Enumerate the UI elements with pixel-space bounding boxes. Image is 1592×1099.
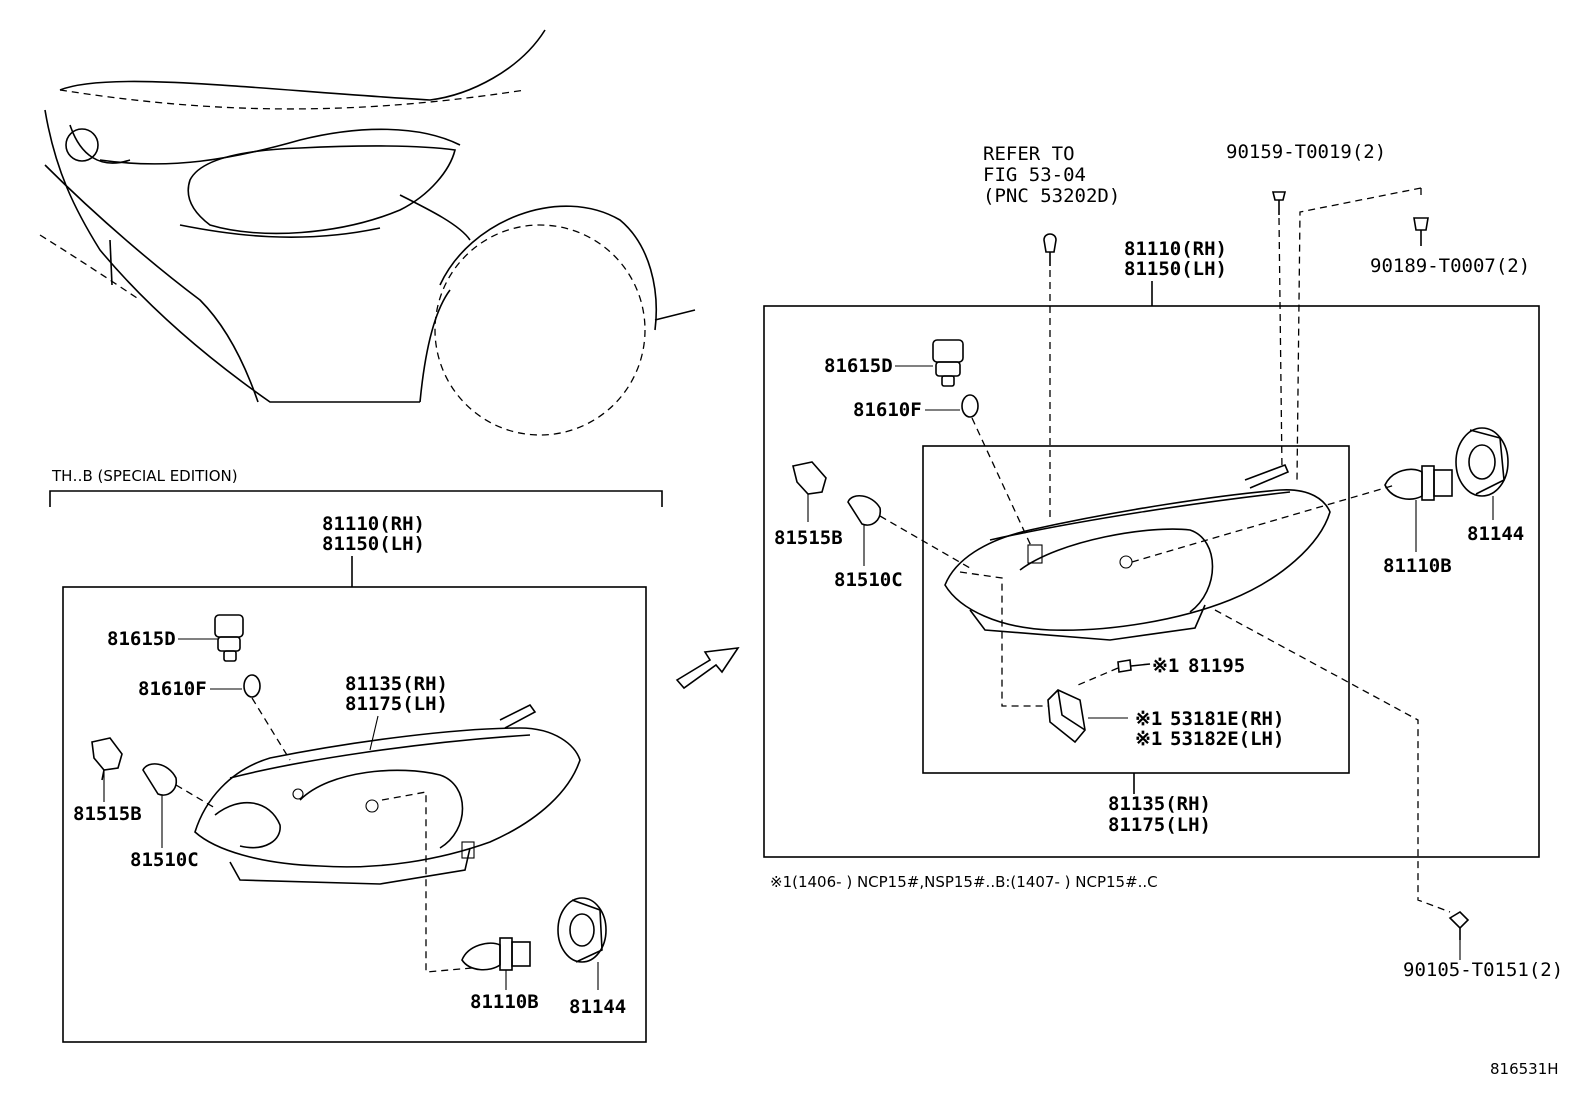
right-label-81195: 81195 (1188, 655, 1245, 677)
wedge-bulb-icon-right (961, 394, 979, 418)
bolt-icon (1448, 910, 1470, 940)
right-label-81515B: 81515B (774, 527, 843, 549)
clip-top-icon (1413, 217, 1429, 246)
right-unit-rh: 81135(RH) (1108, 793, 1211, 815)
bulb-socket-icon (91, 737, 123, 781)
left-label-81610F: 81610F (138, 678, 207, 700)
halogen-bulb-icon-right (1384, 465, 1453, 501)
headlamp-unit-right (944, 463, 1331, 641)
left-label-81110B: 81110B (470, 991, 539, 1013)
left-assembly-rh: 81110(RH) (322, 513, 425, 535)
left-unit-lh: 81175(LH) (345, 693, 448, 715)
clip-top-label: 90189-T0007(2) (1370, 255, 1530, 277)
left-label-81144: 81144 (569, 996, 626, 1018)
mark-81195: ※1 (1152, 655, 1179, 677)
left-assembly-box (62, 586, 647, 1043)
socket-icon-right (932, 339, 964, 387)
car-front-illustration (39, 29, 696, 436)
dust-cover-icon (557, 897, 607, 963)
right-label-81610F: 81610F (853, 399, 922, 421)
headlamp-unit-left (194, 703, 581, 885)
clip-icon (1043, 233, 1057, 266)
right-assembly-lh: 81150(LH) (1124, 258, 1227, 280)
mark-bracket-lh: ※1 (1135, 728, 1162, 750)
screw-icon (1271, 191, 1287, 215)
socket-icon (214, 614, 244, 662)
bulb-socket-icon-right (792, 461, 827, 495)
refer-line-2: FIG 53-04 (983, 164, 1086, 186)
mark-bracket-rh: ※1 (1135, 708, 1162, 730)
left-label-81615D: 81615D (107, 628, 176, 650)
amber-bulb-icon (142, 763, 178, 796)
right-label-81144: 81144 (1467, 523, 1524, 545)
left-label-81515B: 81515B (73, 803, 142, 825)
mounting-bracket-icon (1047, 689, 1086, 744)
right-label-bracket-rh: 53181E(RH) (1170, 708, 1284, 730)
screw-icon-81195 (1117, 659, 1151, 673)
right-label-bracket-lh: 53182E(LH) (1170, 728, 1284, 750)
refer-line-3: (PNC 53202D) (983, 185, 1120, 207)
left-bracket-title: TH‥B (SPECIAL EDITION) (51, 467, 238, 485)
right-label-81615D: 81615D (824, 355, 893, 377)
right-assembly-box (763, 305, 1540, 858)
right-unit-lh: 81175(LH) (1108, 814, 1211, 836)
wedge-bulb-icon (243, 674, 261, 698)
left-label-81510C: 81510C (130, 849, 199, 871)
refer-line-1: REFER TO (983, 143, 1075, 165)
footnote: ※1(1406- ) NCP15#,NSP15#..B:(1407- ) NCP… (770, 873, 1158, 891)
right-unit-box (922, 445, 1350, 774)
bolt-label: 90105-T0151(2) (1403, 959, 1563, 981)
direction-arrow-icon (675, 646, 740, 690)
right-label-81510C: 81510C (834, 569, 903, 591)
screw-top-label: 90159-T0019(2) (1226, 141, 1386, 163)
right-label-81110B: 81110B (1383, 555, 1452, 577)
halogen-bulb-icon (461, 937, 531, 971)
left-bracket-line (49, 490, 663, 507)
left-unit-rh: 81135(RH) (345, 673, 448, 695)
right-assembly-rh: 81110(RH) (1124, 238, 1227, 260)
left-assembly-lh: 81150(LH) (322, 533, 425, 555)
amber-bulb-icon-right (847, 495, 882, 526)
dust-cover-icon-right (1455, 427, 1509, 497)
figure-id: 816531H (1490, 1060, 1559, 1078)
